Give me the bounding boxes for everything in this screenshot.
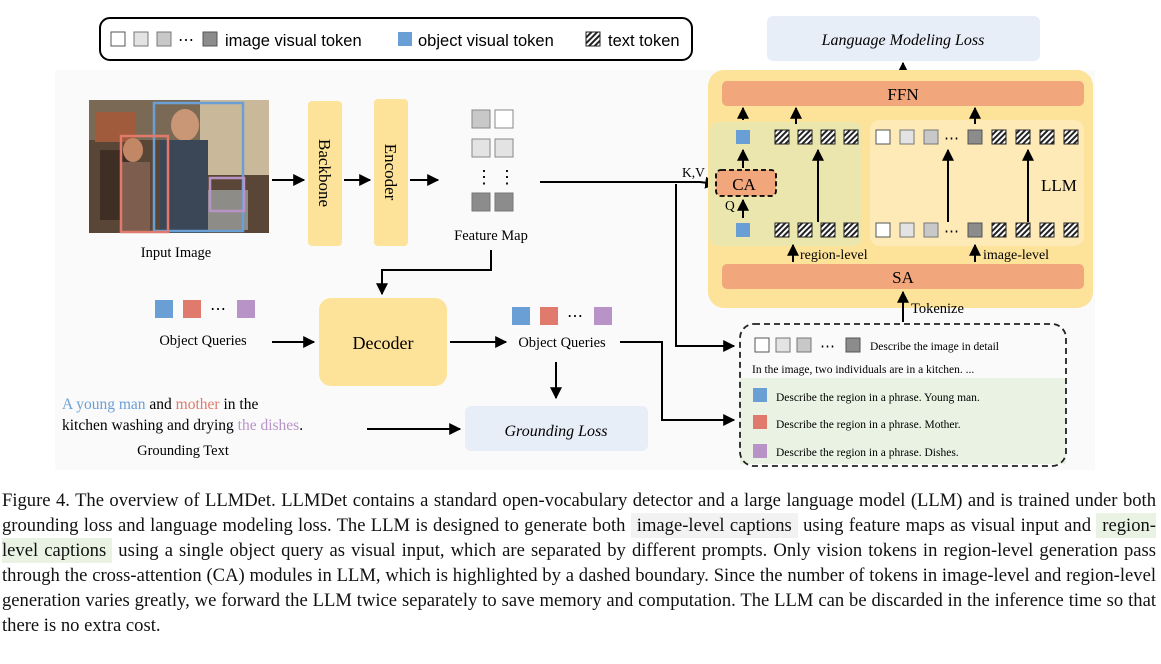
box-dishes: [208, 176, 246, 213]
decoder-block: [319, 298, 447, 386]
grounding-loss-label: Grounding Loss: [505, 423, 608, 440]
grounding-loss-box: [465, 406, 648, 451]
legend-text-token: [585, 31, 601, 47]
box-mother: [119, 134, 170, 234]
legend-image-visual-token-label: image visual token: [225, 32, 362, 50]
region-level-label: region-level: [800, 248, 868, 263]
svg-text:⋯: ⋯: [820, 339, 835, 355]
svg-text:⋮: ⋮: [498, 167, 516, 187]
svg-text:⋯: ⋯: [210, 301, 226, 318]
object-queries-input-tokens: ⋯: [155, 300, 255, 318]
region-1-token: [753, 388, 767, 402]
overview-figure: ⋯ image visual token object visual token…: [62, 16, 1093, 467]
sa-label: SA: [892, 268, 914, 287]
feature-map-label: Feature Map: [454, 228, 528, 244]
backbone-block: [308, 101, 342, 246]
caption-part-2: using feature maps as visual input and: [797, 515, 1097, 536]
input-image-label: Input Image: [141, 245, 211, 261]
grounding-text-line1: A young man and mother in the: [62, 396, 258, 413]
image-caption-text: In the image, two individuals are in a k…: [752, 364, 974, 376]
image-level-label: image-level: [983, 248, 1049, 263]
grounding-text-line2: kitchen washing and drying the dishes.: [62, 417, 303, 434]
svg-text:⋮: ⋮: [475, 167, 493, 187]
ca-label: CA: [732, 175, 756, 194]
svg-text:⋯: ⋯: [944, 224, 959, 240]
figure-caption: Figure 4. The overview of LLMDet. LLMDet…: [2, 488, 1156, 638]
token-legend: ⋯ image visual token object visual token…: [99, 17, 693, 61]
region-2-text: Describe the region in a phrase. Mother.: [776, 419, 961, 431]
image-level-input-tokens: ⋯: [875, 222, 1079, 240]
object-queries-input-label: Object Queries: [159, 333, 247, 349]
box-young-man: [152, 101, 245, 233]
object-queries-output-label: Object Queries: [518, 335, 606, 351]
region-1-text: Describe the region in a phrase. Young m…: [776, 392, 980, 404]
region-2-token: [753, 415, 767, 429]
region-prompts-background: [740, 378, 1066, 464]
caption-part-1: Figure 4. The overview of LLMDet. LLMDet…: [2, 490, 1156, 536]
feature-map-tokens: ⋮ ⋮: [471, 109, 516, 212]
input-image: [89, 100, 269, 234]
object-queries-output-tokens: ⋯: [512, 307, 612, 325]
prompt-image-tokens: ⋯: [754, 337, 861, 355]
region-3-token: [753, 444, 767, 458]
language-modeling-loss-label: Language Modeling Loss: [821, 32, 985, 49]
legend-white-token: [110, 31, 126, 47]
image-prompt-text: Describe the image in detail: [870, 341, 999, 353]
region-3-text: Describe the region in a phrase. Dishes.: [776, 447, 959, 459]
tokenize-label: Tokenize: [911, 301, 964, 317]
region-input-tokens: [736, 222, 859, 238]
ffn-label: FFN: [887, 85, 918, 104]
caption-highlight-image-level: image-level captions: [630, 513, 798, 538]
legend-text-token-label: text token: [608, 32, 680, 50]
language-modeling-loss-box: [767, 16, 1040, 61]
svg-text:⋯: ⋯: [944, 131, 959, 147]
encoder-label: Encoder: [381, 144, 400, 201]
q-label: Q: [725, 198, 735, 213]
legend-object-visual-token-label: object visual token: [418, 32, 554, 50]
legend-lightgray-token: [133, 31, 149, 47]
legend-object-token: [398, 32, 412, 46]
sa-block: [722, 264, 1084, 289]
kv-label: K,V: [682, 165, 705, 180]
legend-darkgray-token: [202, 31, 218, 47]
region-output-tokens: [736, 129, 859, 145]
legend-dots: ⋯: [178, 32, 194, 49]
encoder-block: [374, 99, 408, 246]
grounding-text-label: Grounding Text: [137, 443, 229, 459]
ca-block: [715, 169, 777, 197]
ffn-block: [722, 81, 1084, 106]
legend-gray-token: [156, 31, 172, 47]
svg-text:⋯: ⋯: [567, 308, 583, 325]
image-level-output-tokens: ⋯: [875, 129, 1079, 147]
prompts-box: [739, 323, 1067, 467]
decoder-label: Decoder: [353, 333, 414, 353]
llm-label: LLM: [1041, 176, 1077, 195]
caption-part-3: using a single object query as visual in…: [2, 540, 1156, 636]
backbone-label: Backbone: [315, 139, 334, 207]
